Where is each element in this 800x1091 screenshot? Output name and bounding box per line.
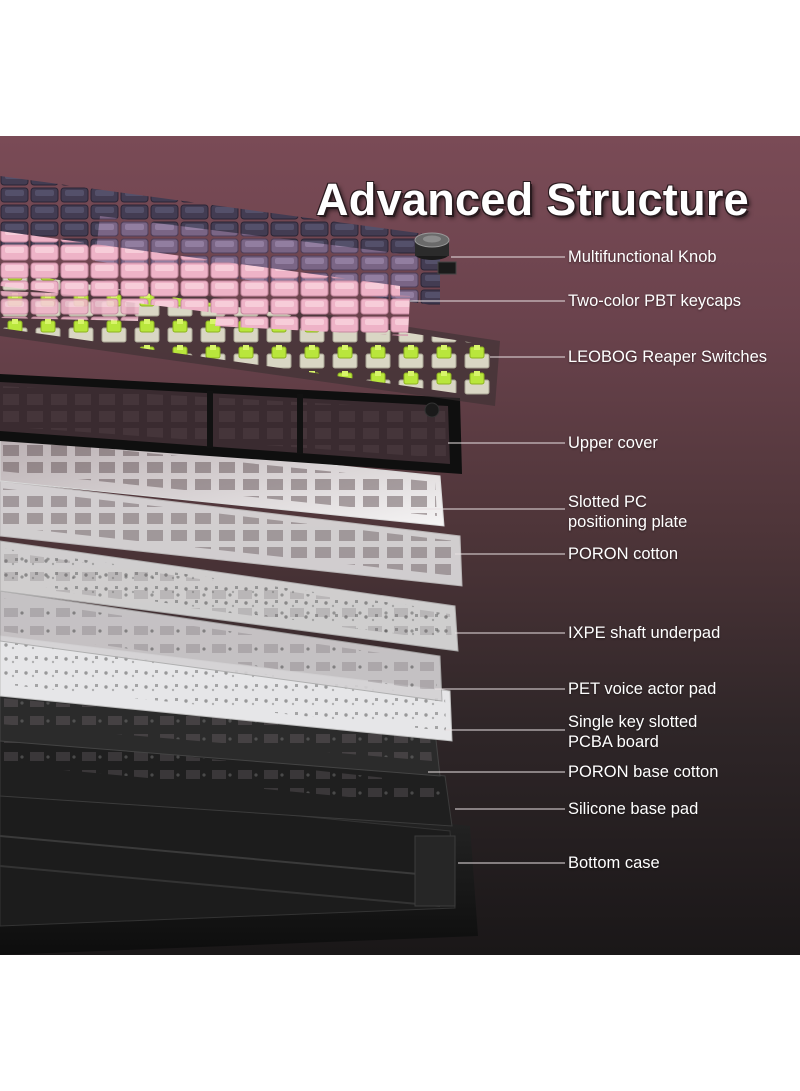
layer-label-keycaps: Two-color PBT keycaps [568,292,742,310]
keycaps-layer [0,176,440,336]
layer-label-bottom-case: Bottom case [568,854,660,872]
layer-label-silicone: Silicone base pad [568,800,699,818]
ixpe-underpad-layer [0,540,459,652]
knob-icon [414,232,457,275]
layer-label-pet: PET voice actor pad [568,680,717,698]
bottom-case-layer [0,776,478,955]
layer-label-poron-cotton: PORON cotton [568,545,679,563]
exploded-view-panel: Advanced Structure Multifunctional Knob … [0,136,800,955]
layer-label-pc-plate-line1: Slotted PC [568,493,647,511]
upper-cover-layer [0,374,462,474]
layer-label-pc-plate-line2: positioning plate [568,513,688,531]
poron-cotton-layer [0,480,463,587]
layer-label-knob: Multifunctional Knob [568,248,717,266]
layer-label-upper-cover: Upper cover [568,434,658,452]
layer-label-switches: LEOBOG Reaper Switches [568,348,767,366]
keyboard-exploded-illustration [0,176,565,955]
layer-label-ixpe: IXPE shaft underpad [568,624,721,642]
page-title: Advanced Structure [316,174,750,225]
layer-label-pcba-line1: Single key slotted [568,713,698,731]
layer-label-pcba-line2: PCBA board [568,733,659,751]
pet-pad-layer [0,590,443,702]
layer-label-poron-base: PORON base cotton [568,763,719,781]
leader-lines [410,256,565,864]
